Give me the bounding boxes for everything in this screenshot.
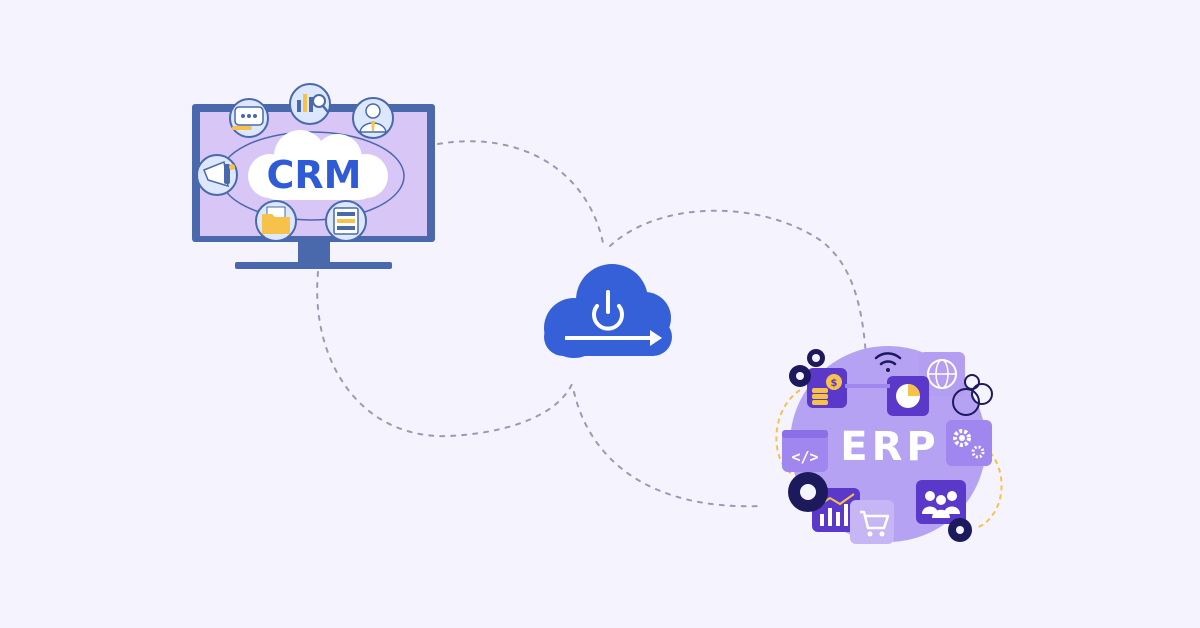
erp-accent-arc-right <box>975 451 1003 529</box>
gear-icon <box>788 472 828 512</box>
connector-crm-loop <box>316 271 573 438</box>
cloud-shape <box>544 264 672 358</box>
erp-cluster: ERP $ <box>775 346 1003 544</box>
user-icon <box>352 97 394 139</box>
crm-monitor: CRM <box>192 83 435 269</box>
code-label: </> <box>791 448 818 466</box>
sync-cloud <box>544 264 672 358</box>
svg-text:$: $ <box>831 378 838 389</box>
gear-outline-icon <box>952 374 993 416</box>
gear-icon <box>789 365 811 387</box>
wifi-icon <box>874 352 902 372</box>
folder-icon <box>255 200 297 242</box>
team-icon <box>916 480 966 524</box>
gear-icon <box>946 420 992 466</box>
bar-chart-search-icon <box>289 83 331 125</box>
connector-erp-top <box>609 209 867 357</box>
crm-label: CRM <box>267 153 362 197</box>
connector-lines <box>316 140 867 508</box>
erp-link-bar <box>845 384 890 388</box>
chat-icon <box>229 98 269 138</box>
document-list-icon <box>325 200 367 242</box>
gear-icon <box>948 518 972 542</box>
erp-label: ERP <box>840 424 939 470</box>
cart-icon <box>850 500 894 544</box>
gear-icon <box>807 349 825 367</box>
crm-cloud <box>248 130 388 200</box>
connector-erp-bottom <box>573 391 761 508</box>
monitor-stand <box>235 262 392 269</box>
code-icon: </> <box>782 430 828 472</box>
monitor-neck <box>298 242 330 262</box>
megaphone-icon <box>196 154 238 196</box>
power-icon <box>592 290 624 331</box>
erp-accent-arc-left <box>775 389 801 475</box>
coins-icon: $ <box>807 368 847 408</box>
arrow-right-icon <box>565 330 662 346</box>
globe-icon <box>919 352 965 396</box>
connector-crm-top <box>437 140 605 249</box>
pie-chart-icon <box>887 376 929 416</box>
